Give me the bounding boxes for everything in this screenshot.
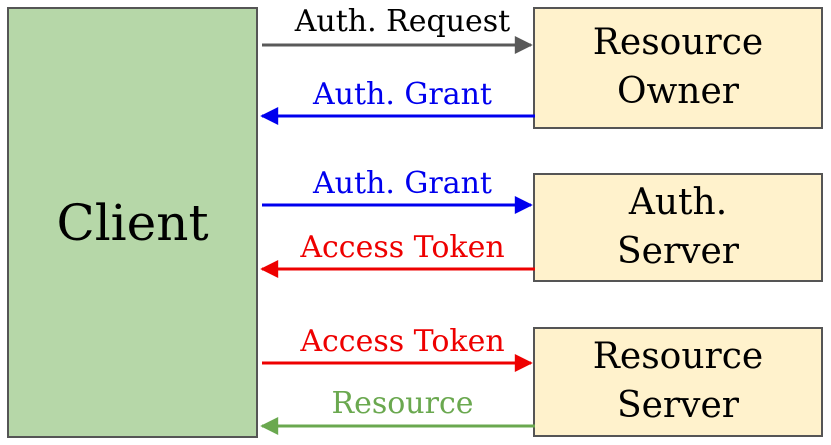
resource-server-label: Resource Server bbox=[592, 336, 764, 426]
flow-label-2: Auth. Grant bbox=[312, 77, 492, 112]
flow-label-4: Access Token bbox=[299, 230, 504, 265]
flow-label-1: Auth. Request bbox=[294, 4, 511, 39]
client-label: Client bbox=[56, 193, 209, 252]
auth-server-label: Auth. Server bbox=[616, 181, 740, 272]
resource-server-node: Resource Server bbox=[533, 327, 823, 437]
client-node: Client bbox=[7, 7, 258, 438]
auth-server-node: Auth. Server bbox=[533, 173, 823, 282]
resource-owner-label: Resource Owner bbox=[592, 22, 764, 112]
flow-label-3: Auth. Grant bbox=[312, 166, 492, 201]
flow-label-5: Access Token bbox=[299, 324, 504, 359]
flow-label-6: Resource bbox=[331, 386, 473, 421]
resource-owner-node: Resource Owner bbox=[533, 7, 823, 129]
